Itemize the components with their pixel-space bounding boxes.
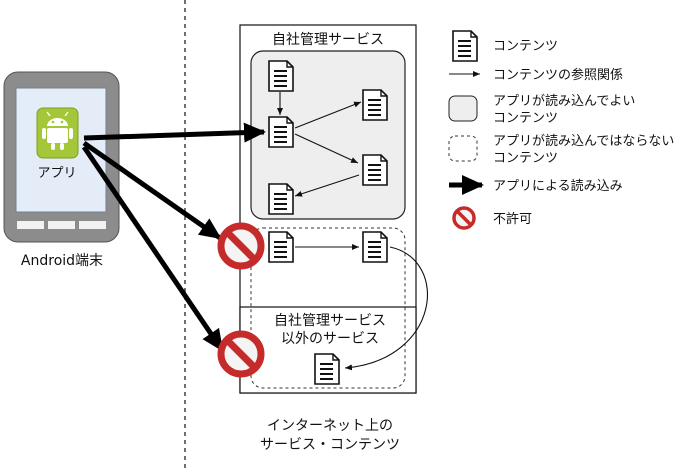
- legend-forbidden-label: 不許可: [493, 212, 532, 227]
- other-service-title-1: 自社管理サービス: [274, 313, 386, 329]
- app-label: アプリ: [37, 166, 76, 181]
- legend-app-load-label: アプリによる読み込み: [493, 178, 623, 194]
- disallowed-content-area: [250, 227, 406, 389]
- legend-disallowed-label-2: コンテンツ: [493, 151, 558, 166]
- legend-prohibited-icon: [452, 206, 476, 230]
- reference-arrows: [277, 92, 429, 371]
- legend-content-label: コンテンツ: [493, 39, 558, 54]
- document-icon: [268, 60, 294, 92]
- legend-document-icon: [452, 30, 478, 62]
- legend-allowed-label-1: アプリが読み込んでよい: [493, 93, 635, 109]
- device-label: Android端末: [21, 253, 103, 269]
- other-service-title-2: 以外のサービス: [281, 331, 379, 347]
- document-icon: [362, 154, 388, 186]
- internet-caption-1: インターネット上の: [267, 418, 393, 434]
- own-service-title: 自社管理サービス: [272, 32, 384, 48]
- prohibited-icon: [221, 334, 261, 374]
- legend-allowed-swatch: [448, 95, 478, 122]
- prohibited-icon: [221, 226, 261, 266]
- internet-caption-2: サービス・コンテンツ: [260, 437, 400, 453]
- document-icon: [268, 183, 294, 215]
- legend: コンテンツ コンテンツの参照関係 アプリが読み込んでよい コンテンツ アプリが読…: [448, 30, 674, 230]
- android-app-icon: [36, 107, 79, 159]
- document-icon: [268, 116, 294, 148]
- document-icon: [314, 353, 340, 385]
- legend-disallowed-swatch: [448, 135, 478, 162]
- document-icon: [268, 231, 294, 263]
- legend-allowed-label-2: コンテンツ: [493, 111, 558, 126]
- document-icon: [362, 89, 388, 121]
- legend-reference-label: コンテンツの参照関係: [493, 67, 623, 83]
- document-icon: [362, 231, 388, 263]
- legend-disallowed-label-1: アプリが読み込んではならない: [493, 133, 674, 149]
- app-load-arrows: [81, 122, 266, 352]
